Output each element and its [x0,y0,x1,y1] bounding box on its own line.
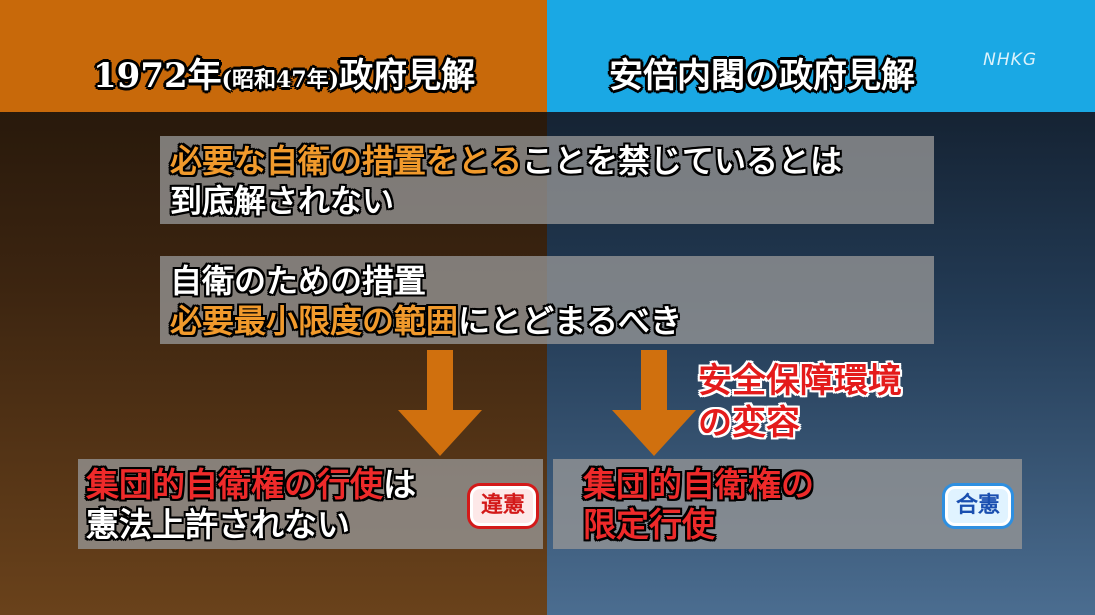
right-down-arrow-icon [612,350,696,456]
premise-2-rest: にとどまるべき [458,302,683,340]
left-title-era: (昭和47年) [221,67,340,93]
right-header: 安倍内閣の政府見解 NHKG [547,0,1095,112]
left-result-box: 集団的自衛権の行使は 憲法上許されない [78,459,543,549]
premise-2-line-1: 自衛のための措置 [170,262,427,300]
unconstitutional-badge: 違憲 [470,486,536,526]
constitutional-badge: 合憲 [945,486,1011,526]
right-result-box: 集団的自衛権の 限定行使 [553,459,1022,549]
premise-2-line-2: 必要最小限度の範囲にとどまるべき [170,301,934,341]
nhk-logo: NHKG [983,50,1037,70]
premise-1-line-2: 到底解されない [170,182,395,220]
left-result-highlight: 集団的自衛権の行使 [86,465,383,504]
left-result-rest: は [383,465,416,504]
premise-1-rest: ことを禁じているとは [522,142,843,180]
left-header: 1972年(昭和47年)政府見解 [0,0,547,112]
change-label-line-1: 安全保障環境 [698,361,902,401]
left-title-year: 1972年 [93,56,222,96]
right-result-line-2: 限定行使 [583,505,715,544]
premise-2-highlight: 必要最小限度の範囲 [170,302,459,340]
change-label-line-2: の変容 [698,403,800,443]
left-down-arrow-icon [398,350,482,456]
left-header-title: 1972年(昭和47年)政府見解 [93,48,475,97]
premise-1-line-1: 必要な自衛の措置をとることを禁じているとは [170,141,934,181]
right-header-title: 安倍内閣の政府見解 [609,56,915,96]
premise-box-2: 自衛のための措置 必要最小限度の範囲にとどまるべき [160,256,934,344]
left-result-line-1: 集団的自衛権の行使は [86,465,543,505]
left-result-line-2: 憲法上許されない [86,505,350,544]
premise-box-1: 必要な自衛の措置をとることを禁じているとは 到底解されない [160,136,934,224]
premise-1-highlight: 必要な自衛の措置をとる [170,142,523,180]
security-environment-change-label: 安全保障環境 の変容 [698,360,902,444]
left-title-suffix: 政府見解 [339,56,476,96]
right-result-line-1: 集団的自衛権の [583,465,814,504]
